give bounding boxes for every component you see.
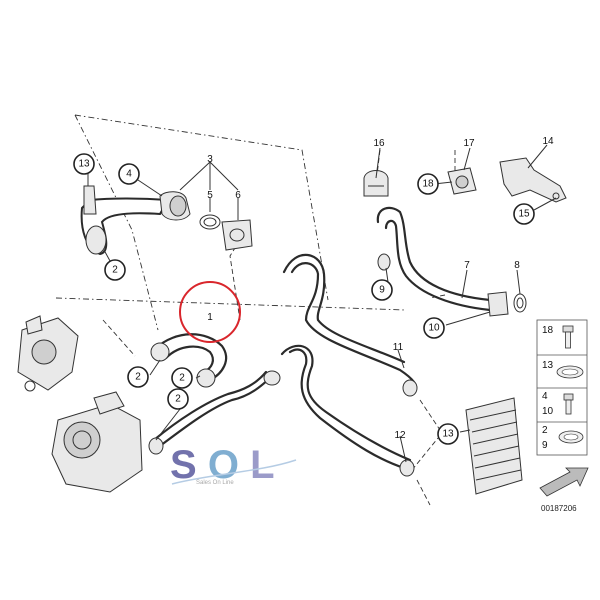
logo-letters: S O L — [170, 443, 275, 487]
callout-16-label: 16 — [373, 138, 385, 149]
callout-8-label: 8 — [514, 260, 520, 271]
callout-4-top: 4 — [118, 163, 140, 185]
callout-2-a-label: 2 — [112, 265, 118, 276]
hose-clip-16 — [363, 170, 389, 197]
callout-3: 3 — [207, 154, 213, 165]
callout-2-b-label: 2 — [135, 372, 141, 383]
callout-2-c-label: 2 — [179, 373, 185, 384]
callout-13-top: 13 — [73, 153, 95, 175]
sol-logo: S O L Sales On Line — [170, 443, 297, 487]
legend-row-2-label: 13 — [542, 360, 554, 371]
callout-2-d-label: 2 — [175, 394, 181, 405]
callout-5: 5 — [207, 190, 213, 201]
hose-clip-17 — [447, 167, 477, 195]
callout-3-label: 3 — [207, 154, 213, 165]
callout-9: 9 — [371, 279, 393, 301]
callout-11: 11 — [393, 342, 404, 353]
callout-18: 18 — [417, 173, 439, 195]
logo-tagline: Sales On Line — [196, 480, 234, 486]
legend-row-3-label: 4 — [542, 391, 548, 402]
callout-1: 1 — [207, 312, 213, 323]
callout-13-right: 13 — [437, 423, 459, 445]
callout-8: 8 — [514, 260, 520, 271]
callout-5-label: 5 — [207, 190, 213, 201]
callout-4-top-label: 4 — [126, 169, 132, 180]
callout-17-label: 17 — [463, 138, 475, 149]
seal-ring-8 — [513, 293, 527, 313]
logo-letter-s: S — [170, 443, 197, 487]
callout-7: 7 — [464, 260, 470, 271]
callout-16: 16 — [373, 138, 385, 149]
clamp-icon — [556, 365, 584, 379]
callout-2-d: 2 — [167, 388, 189, 410]
parts-legend: 18 13 4 10 2 9 00187206 — [536, 319, 589, 513]
callout-14: 14 — [542, 136, 554, 147]
bracket-14 — [499, 157, 567, 203]
callout-10: 10 — [423, 317, 445, 339]
screw-icon — [563, 393, 574, 415]
legend-row-1-label: 18 — [542, 325, 554, 336]
hose-part-7 — [376, 206, 509, 317]
legend-row-3-label2: 10 — [542, 406, 554, 417]
legend-row-4-label: 2 — [542, 425, 548, 436]
callout-12: 12 — [394, 430, 406, 441]
legend-row-4-label2: 9 — [542, 440, 548, 451]
callout-6-label: 6 — [235, 190, 241, 201]
gasket-flange — [221, 219, 253, 251]
callout-6: 6 — [235, 190, 241, 201]
callout-14-label: 14 — [542, 136, 554, 147]
upper-hose-assembly — [80, 185, 191, 256]
seal-ring — [199, 214, 221, 230]
callout-9-label: 9 — [379, 285, 385, 296]
callout-15: 15 — [513, 203, 535, 225]
water-pump — [51, 391, 143, 493]
callout-2-b: 2 — [127, 366, 149, 388]
thermostat-housing — [17, 315, 79, 392]
bolt-icon — [562, 325, 574, 349]
callout-13-right-label: 13 — [442, 429, 454, 440]
callout-17: 17 — [463, 138, 475, 149]
reference-number: 00187206 — [541, 504, 577, 513]
callout-10-label: 10 — [428, 323, 440, 334]
callout-2-a: 2 — [104, 259, 126, 281]
callout-1-label: 1 — [207, 312, 213, 323]
callout-11-label: 11 — [393, 342, 404, 353]
callout-2-c: 2 — [171, 367, 193, 389]
hose-part-11 — [282, 253, 418, 397]
callout-12-label: 12 — [394, 430, 406, 441]
callout-18-label: 18 — [422, 179, 434, 190]
callout-7-label: 7 — [464, 260, 470, 271]
callout-15-label: 15 — [518, 209, 530, 220]
callout-13-top-label: 13 — [78, 159, 90, 170]
oil-cooler — [465, 397, 523, 495]
hose-clamp-icon — [558, 430, 584, 444]
logo-letter-o: O — [208, 443, 239, 487]
highlight-ring — [179, 281, 241, 343]
arrow-icon — [539, 467, 589, 497]
logo-letter-l: L — [250, 443, 274, 487]
hose-part-12 — [148, 344, 415, 477]
